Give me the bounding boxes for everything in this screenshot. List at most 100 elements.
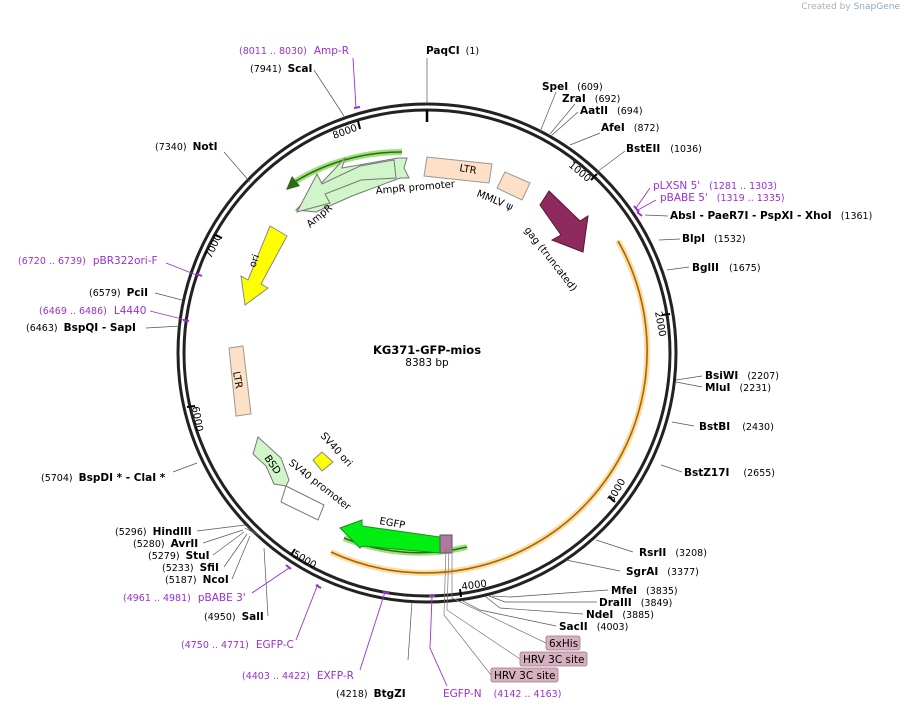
primer-name-pbr322ori-f: pBR322ori-F — [93, 255, 158, 267]
ampr-feature[interactable] — [296, 159, 397, 213]
enzyme-name-mfei: MfeI — [611, 585, 637, 597]
enzyme-name-avrii: AvrII — [171, 538, 199, 550]
primer-pbabe3[interactable]: (4961 .. 4981)pBABE 3' — [123, 592, 246, 604]
enzyme-pos-bspdi-clai: (5704) — [41, 473, 73, 484]
enzyme-mlui[interactable]: MluI(2231) — [705, 382, 771, 394]
enzyme-sali[interactable]: (4950)SalI — [204, 611, 264, 623]
primer-range-pbr322ori-f: (6720 .. 6739) — [18, 256, 86, 267]
enzyme-name-mlui: MluI — [705, 382, 730, 394]
enzyme-pos-draiii: (3849) — [641, 598, 673, 609]
enzyme-leaders — [145, 58, 703, 661]
enzyme-blpi[interactable]: BlpI(1532) — [682, 233, 746, 245]
ltr-feature-left[interactable] — [228, 345, 252, 417]
enzyme-pos-btgzi: (4218) — [336, 689, 368, 700]
enzyme-bsteii[interactable]: BstEII(1036) — [626, 143, 702, 155]
enzyme-bspqi-sapi[interactable]: (6463)BspQI - SapI — [26, 322, 136, 334]
enzyme-draiii[interactable]: DraIII(3849) — [599, 597, 672, 609]
primer-plxsn5[interactable]: pLXSN 5'(1281 .. 1303) — [653, 180, 777, 192]
ltr-label-top: LTR — [458, 163, 477, 177]
gag-feature[interactable] — [539, 190, 589, 253]
enzyme-avrii[interactable]: (5280) AvrII — [133, 538, 198, 550]
orf-arc — [330, 240, 648, 574]
site-hrv3c-badge-2[interactable] — [490, 667, 559, 683]
enzyme-name-ndei: NdeI — [586, 609, 613, 621]
enzyme-sacii[interactable]: SacII(4003) — [559, 621, 628, 633]
primer-exfp-r[interactable]: (4403 .. 4422)EXFP-R — [242, 670, 354, 682]
enzyme-sgrai[interactable]: SgrAI(3377) — [626, 566, 699, 578]
enzyme-bstz17i[interactable]: BstZ17I(2655) — [684, 467, 775, 479]
primer-pbr322ori-f[interactable]: (6720 .. 6739) pBR322ori-F — [18, 255, 158, 267]
enzyme-pos-zrai: (692) — [595, 94, 621, 105]
plasmid-length: 8383 bp — [405, 357, 449, 369]
enzyme-bspdi-clai[interactable]: (5704)BspDI * - ClaI * — [41, 472, 166, 484]
mmlv-psi-feature[interactable] — [496, 171, 531, 201]
enzyme-scai[interactable]: (7941)ScaI — [250, 63, 312, 75]
enzyme-pcii[interactable]: (6579) PciI — [89, 287, 148, 299]
enzyme-name-sfii: SfiI — [200, 562, 219, 574]
primer-egfp-n[interactable]: EGFP-N(4142 .. 4163) — [443, 688, 561, 700]
enzyme-name-btgzi: BtgZI — [374, 688, 406, 700]
ltr-label-left: LTR — [230, 371, 244, 390]
enzyme-ndei[interactable]: NdeI(3885) — [586, 609, 654, 621]
enzyme-name-afei: AfeI — [601, 122, 625, 134]
tick-label-8000: 8000 — [331, 123, 359, 142]
enzyme-pos-bsiwi: (2207) — [747, 371, 779, 382]
enzyme-bglii[interactable]: BglII(1675) — [692, 262, 761, 274]
site-6xhis-label: 6xHis — [549, 638, 578, 650]
site-6xhis-badge[interactable] — [545, 635, 581, 651]
enzyme-pos-hindiii: (5296) — [115, 527, 147, 538]
enzyme-pos-paqci: (1) — [466, 46, 479, 57]
enzyme-pos-sfii: (5233) — [162, 563, 194, 574]
enzyme-hindiii[interactable]: (5296) HindIII — [115, 526, 192, 538]
enzyme-pos-pcii: (6579) — [89, 288, 121, 299]
enzyme-pos-afei: (872) — [634, 123, 660, 134]
enzyme-sfii[interactable]: (5233) SfiI — [162, 562, 219, 574]
enzyme-zrai[interactable]: ZraI(692) — [562, 93, 620, 105]
enzyme-pos-bspqi-sapi: (6463) — [26, 323, 58, 334]
tick-8000 — [357, 120, 361, 130]
enzyme-name-pcii: PciI — [127, 287, 148, 299]
enzyme-rsrii[interactable]: RsrII(3208) — [639, 547, 707, 559]
primer-name-pbabe5: pBABE 5' — [660, 192, 708, 204]
enzyme-bstbi[interactable]: BstBI(2430) — [699, 421, 774, 433]
enzyme-name-rsrii: RsrII — [639, 547, 666, 559]
primer-leaders — [149, 57, 657, 687]
enzyme-paqci[interactable]: PaqCI(1) — [426, 45, 479, 57]
site-hrv3c-badge-1[interactable] — [519, 651, 588, 667]
enzyme-btgzi[interactable]: (4218) BtgZI — [336, 688, 406, 700]
enzyme-pos-avrii: (5280) — [133, 539, 165, 550]
bsd-feature[interactable] — [252, 436, 290, 487]
primer-range-exfp-r: (4403 .. 4422) — [242, 671, 310, 682]
enzyme-name-aatii: AatII — [580, 105, 608, 117]
enzyme-mfei[interactable]: MfeI(3835) — [611, 585, 678, 597]
credit-brand: SnapGene — [853, 2, 900, 12]
ori-label: ori — [247, 253, 262, 269]
sv40-promoter-feature[interactable] — [280, 485, 325, 521]
primer-amp-r[interactable]: (8011 .. 8030)Amp-R — [239, 45, 349, 57]
ori-feature[interactable] — [240, 225, 288, 306]
enzyme-pos-spei: (609) — [577, 82, 603, 93]
ampr-line — [295, 151, 403, 182]
enzyme-bsiwi[interactable]: BsiWI (2207) — [705, 370, 779, 382]
sv40-ori-feature[interactable] — [312, 451, 334, 472]
enzyme-pos-ncoi: (5187) — [165, 575, 197, 586]
ltr-feature-top[interactable] — [423, 156, 493, 184]
enzyme-name-bsiwi: BsiWI — [705, 370, 738, 382]
enzyme-spei[interactable]: SpeI (609) — [542, 81, 603, 93]
enzyme-aatii[interactable]: AatII(694) — [580, 105, 643, 117]
primer-pbabe5[interactable]: pBABE 5'(1319 .. 1335) — [660, 192, 785, 204]
enzyme-pos-noti: (7340) — [155, 142, 187, 153]
enzyme-stui[interactable]: (5279)StuI — [148, 550, 210, 562]
primer-l4440[interactable]: (6469 .. 6486)L4440 — [39, 305, 146, 317]
enzyme-afei[interactable]: AfeI (872) — [601, 122, 659, 134]
tick-label-3000: 3000 — [606, 477, 628, 505]
primer-egfp-c[interactable]: (4750 .. 4771)EGFP-C — [181, 639, 294, 651]
enzyme-noti[interactable]: (7340) NotI — [155, 141, 218, 153]
enzyme-name-noti: NotI — [193, 141, 218, 153]
enzyme-absi-xhoi[interactable]: AbsI - PaeR7I - PspXI - XhoI(1361) — [670, 210, 872, 222]
enzyme-name-hindiii: HindIII — [153, 526, 192, 538]
enzyme-name-spei: SpeI — [542, 81, 568, 93]
enzyme-ncoi[interactable]: (5187)NcoI — [165, 574, 229, 586]
primer-range-amp-r: (8011 .. 8030) — [239, 46, 307, 57]
